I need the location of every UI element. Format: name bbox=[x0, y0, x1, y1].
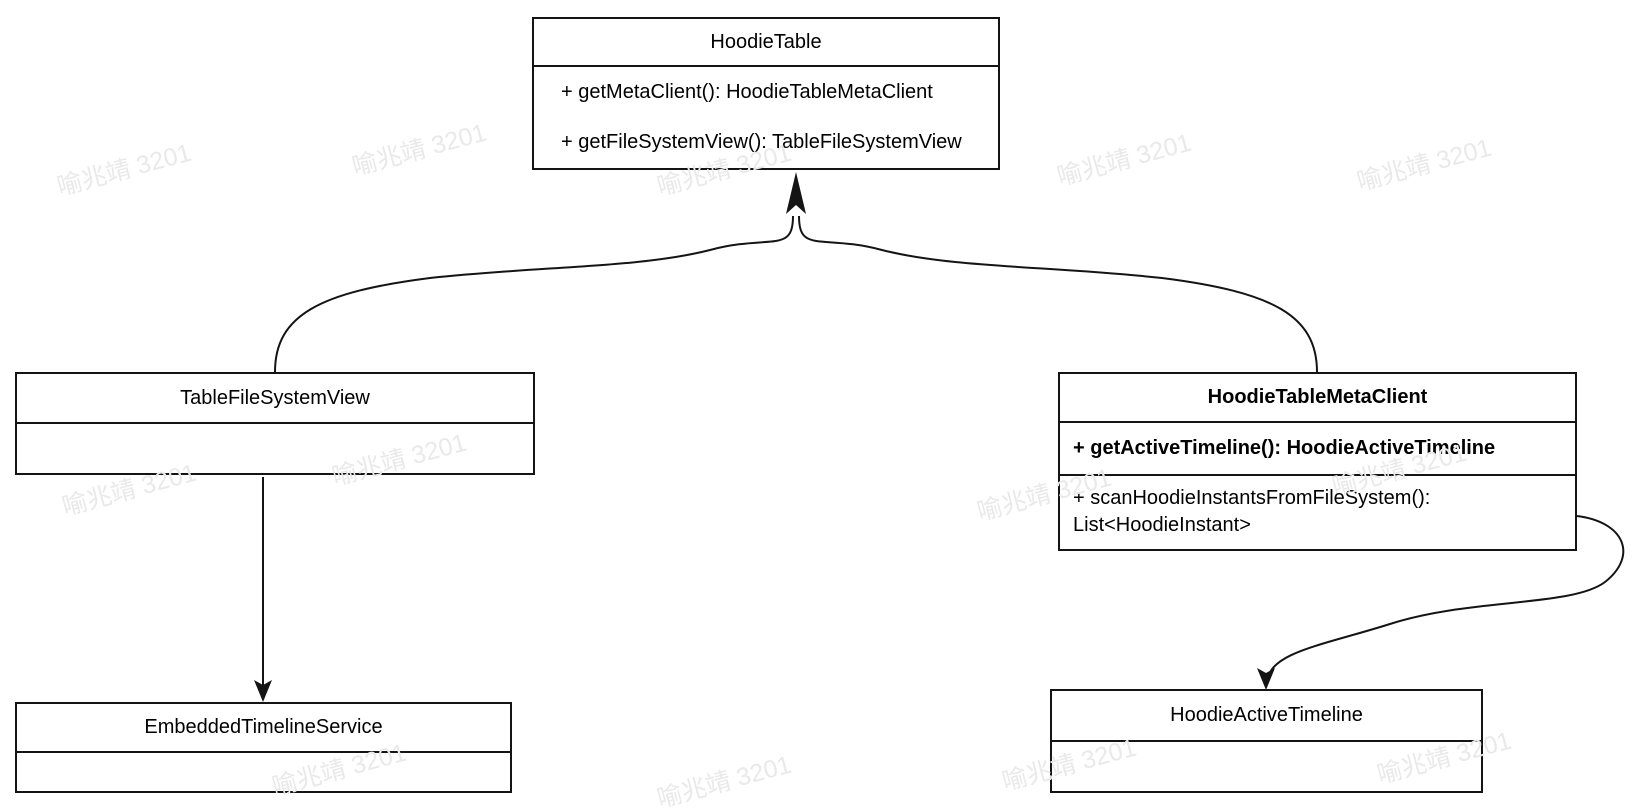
class-box-tablefilesystemview: TableFileSystemView bbox=[15, 372, 535, 475]
class-title: EmbeddedTimelineService bbox=[17, 704, 510, 753]
class-box-hoodieactivetimeline: HoodieActiveTimeline bbox=[1050, 689, 1483, 793]
class-method: + getMetaClient(): HoodieTableMetaClient bbox=[561, 80, 933, 103]
class-method: + getFileSystemView(): TableFileSystemVi… bbox=[561, 131, 962, 154]
connector-hoodietablemetaclient-to-hoodietable bbox=[798, 215, 1318, 373]
class-title: HoodieTable bbox=[534, 19, 998, 67]
arrowhead-down-embeddedtimelineservice bbox=[254, 680, 272, 702]
arrowhead-down-hoodieactivetimeline bbox=[1257, 668, 1275, 690]
class-methods-compartment: + getMetaClient(): HoodieTableMetaClient… bbox=[534, 67, 998, 168]
class-title: HoodieTableMetaClient bbox=[1060, 374, 1575, 423]
class-box-hoodietable: HoodieTable + getMetaClient(): HoodieTab… bbox=[532, 17, 1000, 170]
class-box-hoodietablemetaclient: HoodieTableMetaClient + getActiveTimelin… bbox=[1058, 372, 1577, 551]
class-title: HoodieActiveTimeline bbox=[1052, 691, 1481, 742]
class-method: + scanHoodieInstantsFromFileSystem(): Li… bbox=[1073, 487, 1431, 536]
arrowhead-up-hoodietable bbox=[786, 172, 806, 214]
class-box-embeddedtimelineservice: EmbeddedTimelineService bbox=[15, 702, 512, 793]
connector-tablefilesystemview-to-hoodietable bbox=[274, 215, 794, 373]
class-title: TableFileSystemView bbox=[17, 374, 533, 424]
connector-hoodietablemetaclient-to-hoodieactivetimeline bbox=[1266, 515, 1625, 683]
class-method: + getActiveTimeline(): HoodieActiveTimel… bbox=[1060, 423, 1575, 476]
